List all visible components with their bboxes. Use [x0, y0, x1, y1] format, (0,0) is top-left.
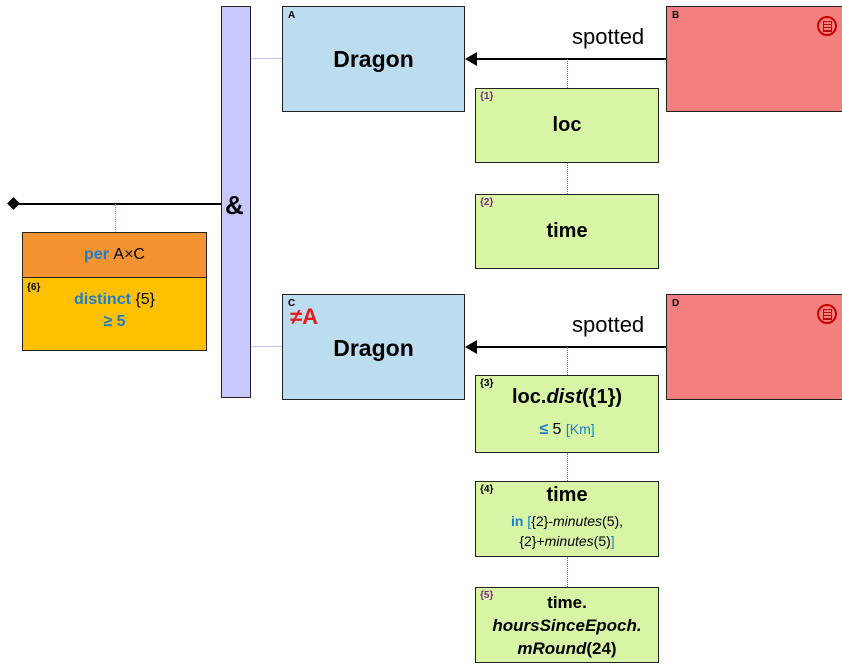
event-d-tag: D [672, 298, 680, 309]
distinct-keyword: distinct [74, 291, 131, 308]
d-prop-link-3 [567, 557, 568, 587]
distinct-ref: {5} [135, 291, 155, 308]
property-3-condition: ≤ 5 [Km] [539, 421, 595, 438]
entity-a-tag: A [288, 10, 296, 21]
entity-c[interactable]: C ≠A Dragon [282, 294, 465, 400]
b-prop-link-2 [567, 163, 568, 194]
per-keyword: per [84, 246, 109, 263]
and-bar[interactable] [221, 6, 251, 398]
root-connector [14, 203, 222, 205]
d-prop-link [567, 347, 568, 375]
and-to-c-link [251, 346, 282, 347]
property-5-label: time. hoursSinceEpoch. mRound(24) [492, 593, 642, 658]
property-3[interactable]: {3} loc.dist({1}) ≤ 5 [Km] [475, 375, 659, 453]
event-b-relation: spotted [572, 24, 645, 49]
threshold: ≥ 5 [103, 313, 126, 330]
entity-a[interactable]: A Dragon [282, 6, 465, 112]
property-5-id: {5} [480, 590, 494, 601]
event-b[interactable]: B [666, 6, 842, 112]
event-d-arrowhead [465, 340, 477, 354]
event-b-tag: B [672, 10, 680, 21]
per-expression: A×C [113, 246, 145, 263]
property-1[interactable]: {1} loc [475, 88, 659, 163]
property-4-range-line1: in [{2}-minutes(5), [510, 513, 624, 529]
event-b-arrowhead [465, 52, 477, 66]
property-4-label: time [546, 484, 588, 506]
root-diamond[interactable] [7, 197, 20, 210]
property-1-id: {1} [480, 91, 494, 102]
entity-c-neq: ≠A [290, 304, 318, 329]
property-2[interactable]: {2} time [475, 194, 659, 269]
document-icon[interactable] [817, 304, 837, 324]
property-4[interactable]: {4} time in [{2}-minutes(5), {2}+minutes… [475, 481, 659, 557]
aggregate-header: per A×C [23, 233, 206, 278]
event-d[interactable]: D [666, 294, 842, 400]
entity-c-label: Dragon [333, 334, 414, 361]
event-d-relation: spotted [572, 312, 645, 337]
d-prop-link-2 [567, 453, 568, 481]
property-4-id: {4} [480, 484, 494, 495]
aggregate-box[interactable]: per A×C {6} distinct {5} ≥ 5 [22, 232, 207, 351]
aggregate-link [115, 204, 116, 232]
event-d-arrow-line [476, 346, 666, 348]
and-to-a-link [251, 58, 282, 59]
entity-a-label: Dragon [333, 45, 414, 72]
and-symbol: & [225, 190, 244, 220]
property-3-label: loc.dist({1}) [511, 386, 623, 408]
property-3-id: {3} [480, 378, 494, 389]
property-2-label: time [546, 220, 588, 242]
aggregate-id: {6} [27, 282, 41, 293]
property-2-id: {2} [480, 197, 494, 208]
aggregate-body: distinct {5} ≥ 5 [23, 289, 206, 333]
property-5[interactable]: {5} time. hoursSinceEpoch. mRound(24) [475, 587, 659, 663]
b-prop-link [567, 59, 568, 88]
property-4-range-line2: {2}+minutes(5)] [519, 533, 615, 549]
property-1-label: loc [552, 114, 582, 136]
document-icon[interactable] [817, 16, 837, 36]
entity-c-tag: C [288, 298, 296, 309]
event-b-arrow-line [476, 58, 666, 60]
